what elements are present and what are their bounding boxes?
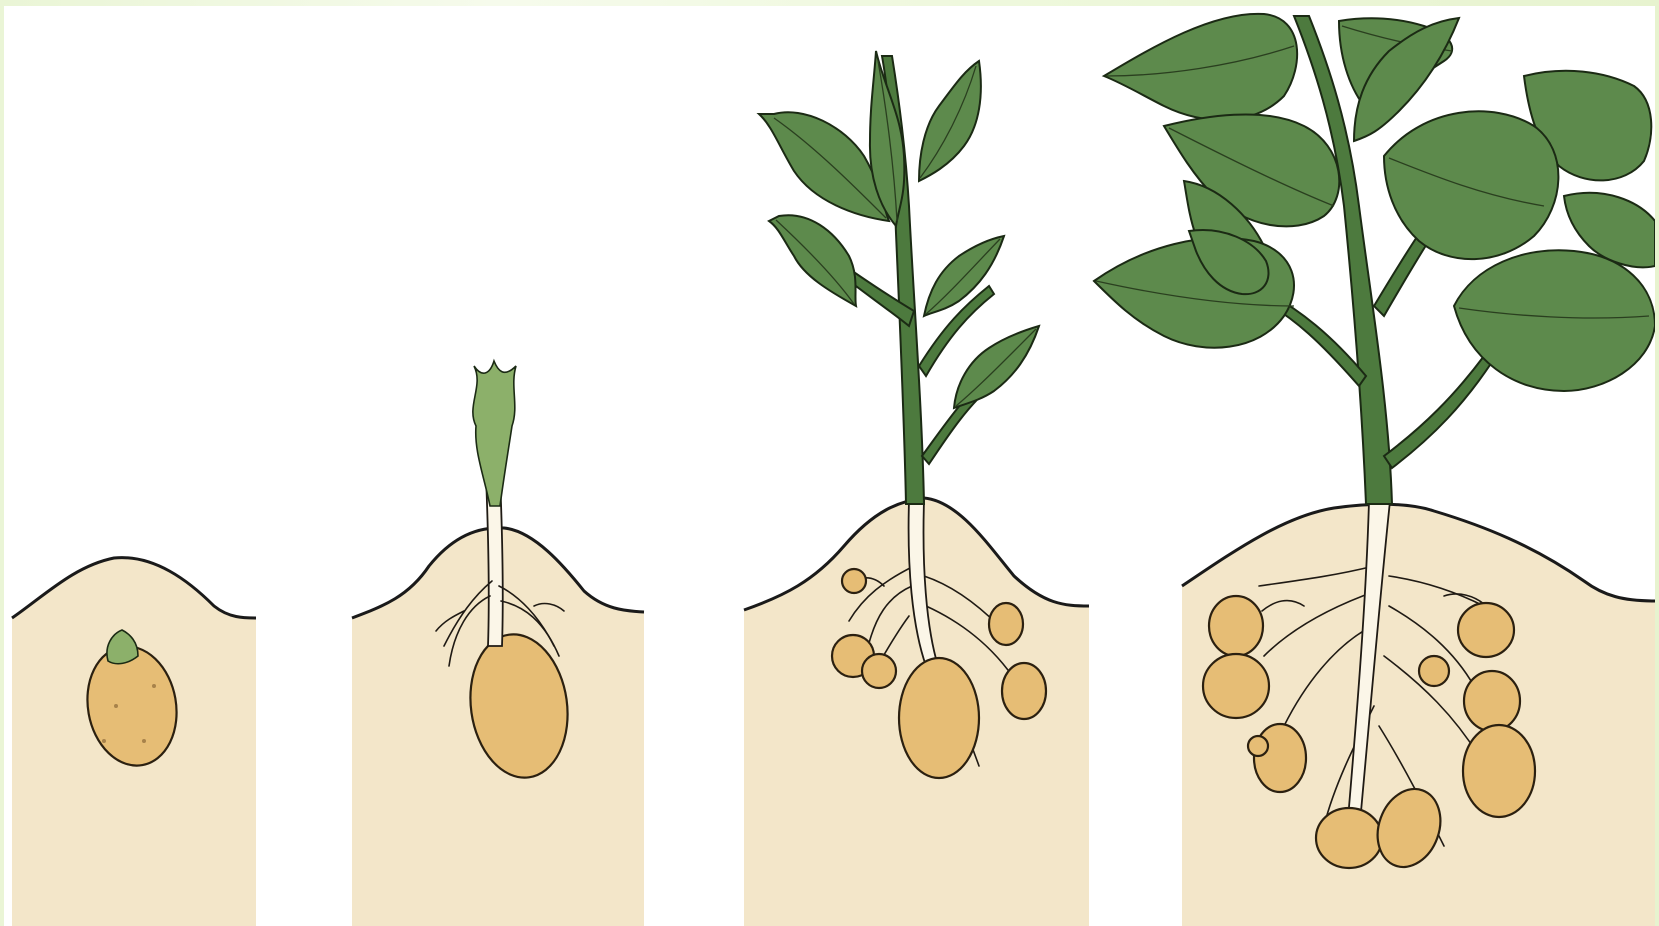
stage-3-leaf (769, 215, 856, 306)
tuber-eye (142, 739, 146, 743)
stage-4-new-tuber (1419, 656, 1449, 686)
stage-4-leaf (1384, 111, 1558, 259)
stage-2-shoot-tip (473, 361, 516, 506)
stage-3-young-plant (744, 51, 1089, 926)
stage-4-branch (1384, 356, 1492, 468)
stage-4-leaf (1104, 14, 1297, 120)
tuber-eye (152, 684, 156, 688)
stage-4-new-tuber (1254, 724, 1306, 792)
stage-4-new-tuber (1458, 603, 1514, 657)
stage-2-sprouting (352, 361, 644, 926)
potato-growth-diagram (4, 6, 1655, 926)
tuber-eye (102, 739, 106, 743)
stage-4-new-tuber (1464, 671, 1520, 731)
stage-4-new-tuber (1316, 808, 1382, 868)
stage-3-new-tuber (862, 654, 896, 688)
stage-1-seed-potato (12, 558, 256, 926)
stage-4-new-tuber (1203, 654, 1269, 718)
stage-4-mature-plant (1094, 14, 1655, 926)
stage-3-mother-tuber (899, 658, 979, 778)
stage-4-leaf (1094, 238, 1294, 348)
diagram-canvas (4, 6, 1655, 926)
stage-4-new-tuber (1209, 596, 1263, 656)
tuber-eye (114, 704, 118, 708)
stage-4-new-tuber (1248, 736, 1268, 756)
stage-3-new-tuber (1002, 663, 1046, 719)
stage-4-new-tuber (1463, 725, 1535, 817)
stage-3-new-tuber (842, 569, 866, 593)
stage-3-new-tuber (989, 603, 1023, 645)
